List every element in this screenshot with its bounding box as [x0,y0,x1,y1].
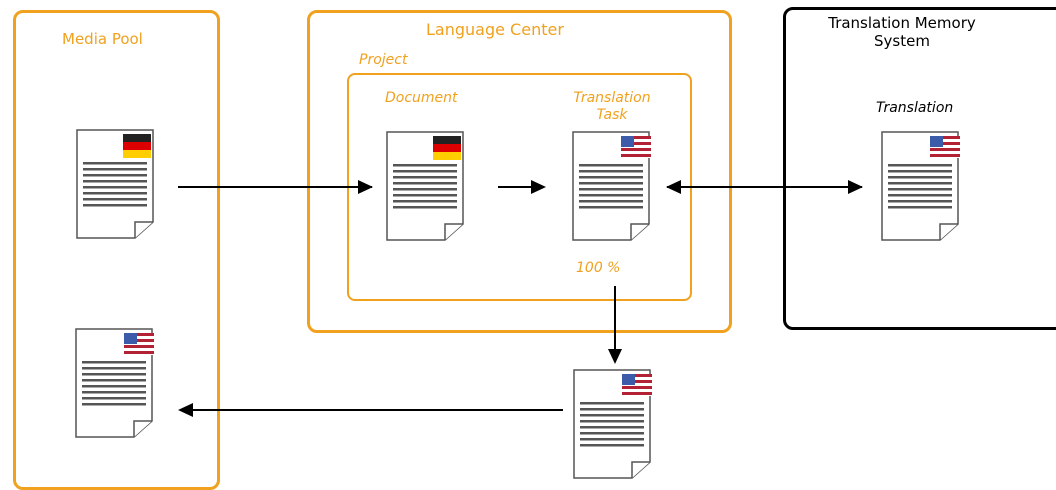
german-flag-icon [123,134,151,158]
language-center-title: Language Center [426,20,564,39]
arrowhead-left [666,180,681,194]
text-lines [579,164,643,209]
arrowhead-right [531,180,546,194]
progress-label: 100 % [576,260,621,276]
document-icon [75,328,154,438]
arrowhead-left [178,403,193,417]
document-icon [573,369,652,479]
language-center-box [307,10,732,333]
tm-system-title-line1: Translation Memory [828,14,976,32]
us-flag-icon [621,136,651,158]
us-flag-icon [124,333,154,355]
us-flag-icon [622,374,652,396]
translation-task-label-line1: Translation [573,90,651,106]
translation-memory-system-box [783,7,1056,330]
project-document-icon [385,130,465,242]
document-icon [386,131,464,241]
arrowhead-down [608,349,622,364]
german-flag-icon [433,136,461,160]
text-lines [393,164,457,209]
flow-arrows [178,180,863,417]
media-pool-title: Media Pool [62,30,143,48]
text-lines [580,402,644,447]
document-label: Document [385,90,458,106]
completed-translation-document-icon [572,368,652,480]
document-icon [881,131,960,241]
media-source-document-icon [75,128,155,240]
document-icon [572,131,651,241]
project-label: Project [359,52,408,68]
tm-translation-label: Translation [876,100,954,116]
text-lines [82,361,146,406]
arrowhead-right [358,180,373,194]
tm-system-title: Translation Memory System [812,14,992,50]
arrowhead-right [848,180,863,194]
media-translated-document-icon [74,327,154,439]
translation-task-label-line2: Task [596,106,628,123]
document-icon [76,129,154,239]
translation-task-document-icon [571,130,651,242]
us-flag-icon [930,136,960,158]
tm-system-title-line2: System [874,32,930,50]
text-lines [888,164,952,209]
tm-translation-document-icon [880,130,960,242]
translation-task-label: Translation Task [566,90,658,124]
text-lines [83,162,147,207]
